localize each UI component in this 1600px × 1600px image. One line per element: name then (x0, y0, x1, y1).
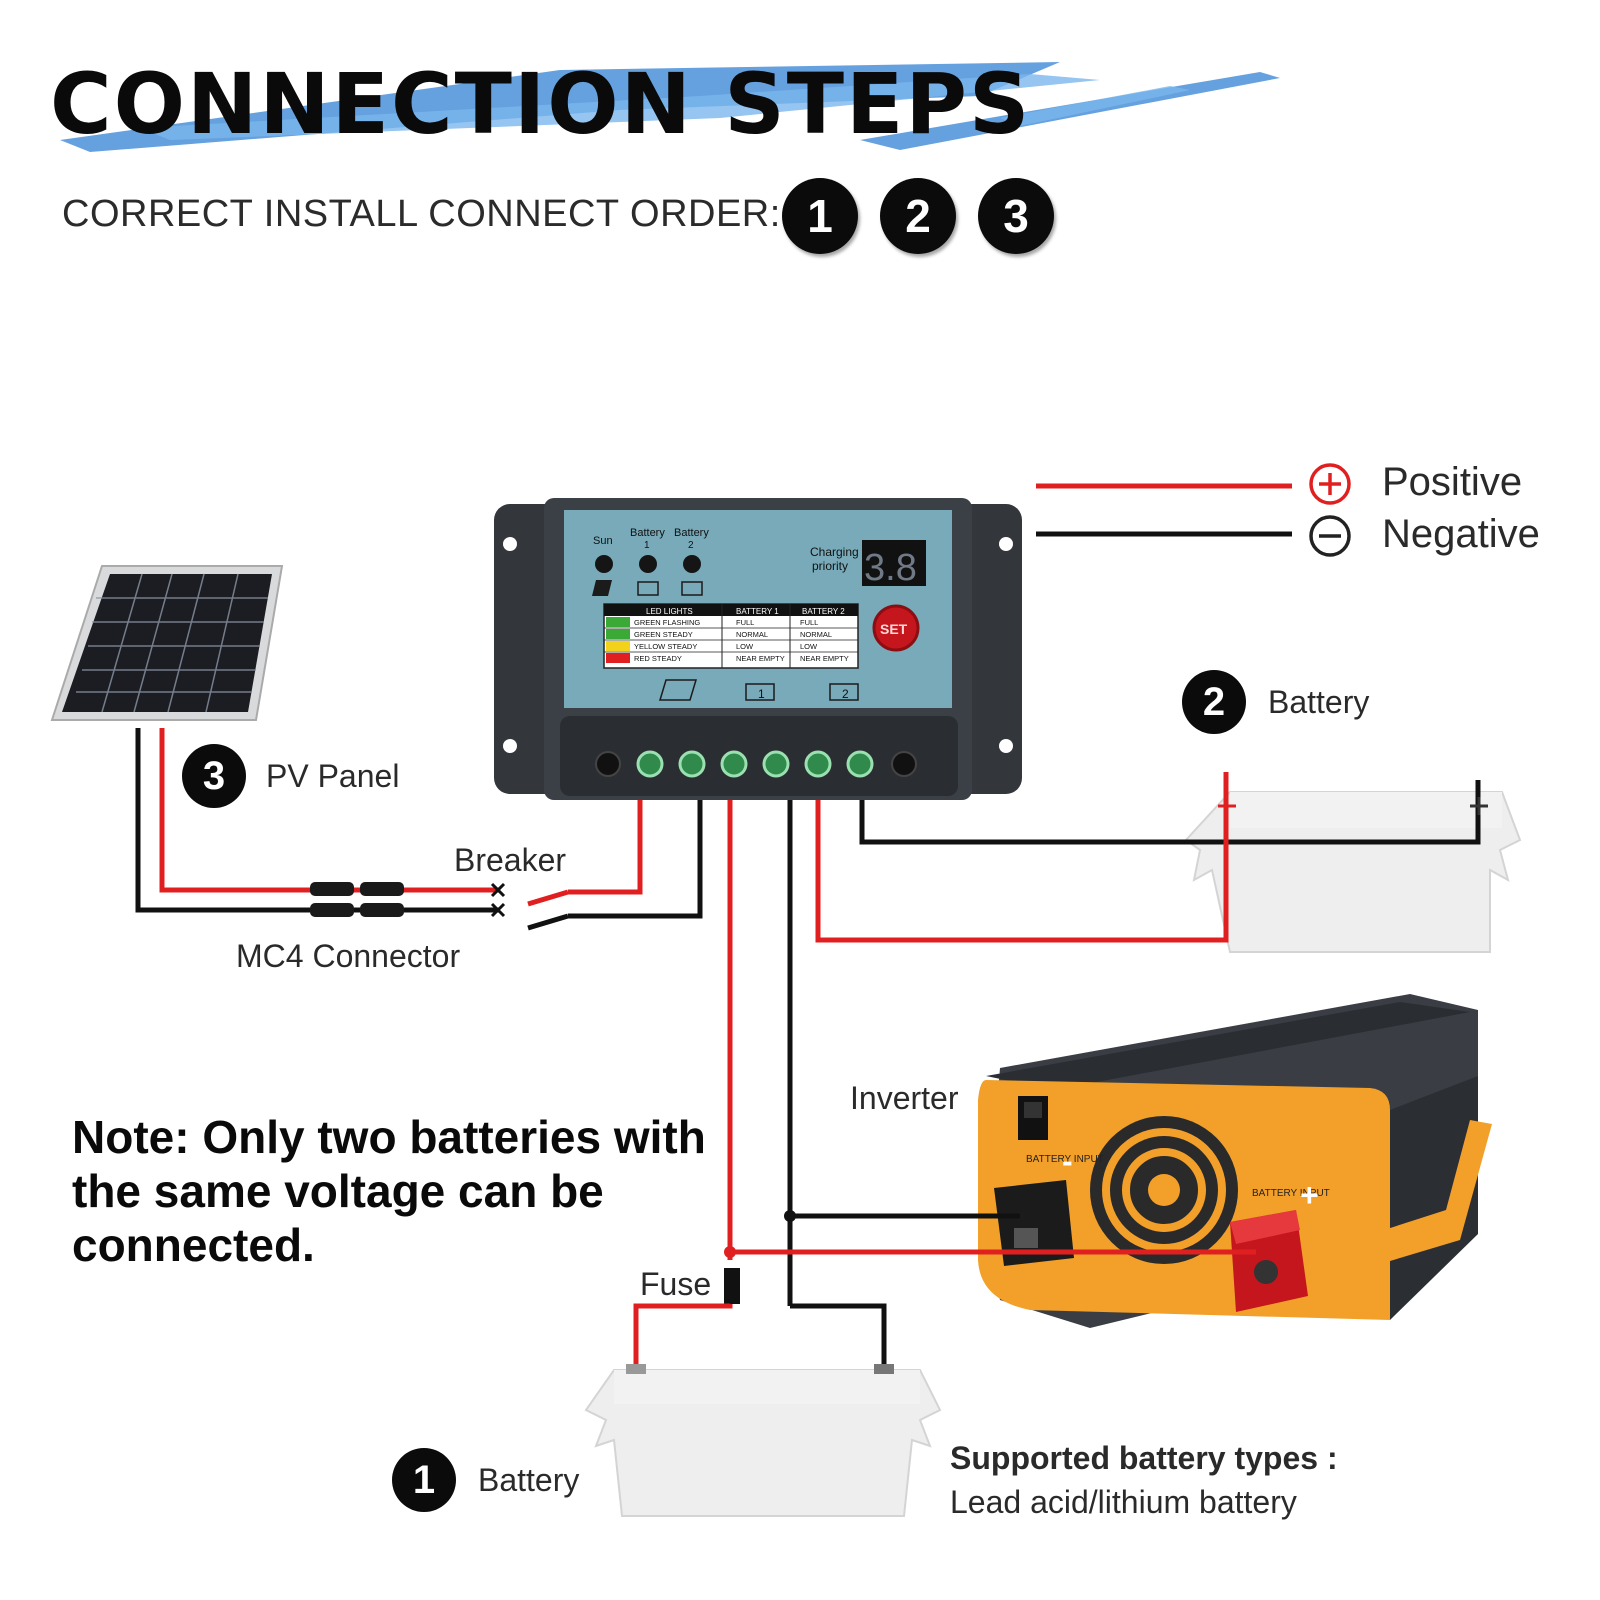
led-table-cell: NORMAL (736, 630, 768, 639)
junction-positive (724, 1246, 736, 1258)
battery2-wire-positive (815, 772, 1229, 943)
battery2-label: Battery (1268, 684, 1370, 720)
order-badge-3: 3 (978, 178, 1054, 254)
led-color-swatch (606, 653, 630, 663)
order-badge-1: 1 (782, 178, 858, 254)
battery1-label: Battery (478, 1462, 580, 1498)
battery-1-image (584, 1364, 942, 1517)
table-header-battery1: BATTERY 1 (736, 607, 779, 616)
led-table-cell: FULL (800, 618, 818, 627)
title-brush-strokes (60, 62, 1280, 152)
inverter-label: Inverter (850, 1080, 959, 1116)
inverter-image: BATTERY INPUT BATTERY INPUT + - (978, 994, 1492, 1328)
sun-panel-icon (592, 580, 612, 596)
display-value: 3.8 (864, 547, 917, 589)
supported-battery-types-value: Lead acid/lithium battery (950, 1484, 1297, 1520)
faceplate-terminal-icons (658, 679, 859, 701)
terminal-screws (595, 750, 917, 778)
pv-step-badge: 3 (182, 744, 246, 808)
fuse-wire-to-battery (633, 1303, 733, 1376)
led-color-swatch (606, 629, 630, 639)
led-color-swatch (606, 617, 630, 627)
pv-panel-label: PV Panel (266, 758, 400, 794)
battery2-minus-mark (1470, 797, 1488, 815)
legend-negative-label: Negative (1382, 512, 1540, 556)
battery1-step-badge: 1 (392, 1448, 456, 1512)
mc4-connector-label: MC4 Connector (236, 938, 461, 974)
controller-led-indicators (595, 555, 701, 573)
table-header-battery2: BATTERY 2 (802, 607, 845, 616)
led-table-cell: NEAR EMPTY (736, 654, 785, 663)
page-title: CONNECTION STEPS (50, 55, 1032, 153)
led-table-cell: NEAR EMPTY (800, 654, 849, 663)
plus-circle-icon (1309, 463, 1351, 505)
svg-text:BATTERY INPUT: BATTERY INPUT (1026, 1154, 1104, 1165)
voltage-note: Note: Only two batteries with the same v… (72, 1111, 706, 1271)
set-button-label: SET (880, 621, 908, 637)
fuse-label: Fuse (640, 1266, 712, 1302)
led-table-cell: YELLOW STEADY (634, 642, 697, 651)
svg-text:+: + (1300, 1177, 1319, 1213)
battery-2-image (1184, 791, 1522, 953)
battery2-led-num: 2 (688, 540, 694, 551)
mc4-connectors (310, 882, 404, 917)
breaker-label: Breaker (454, 842, 567, 878)
table-header-led: LED LIGHTS (646, 607, 693, 616)
led-status-table (603, 603, 859, 669)
page-subtitle: CORRECT INSTALL CONNECT ORDER: (62, 193, 781, 235)
led-table-cell: NORMAL (800, 630, 832, 639)
solar-panel-image (50, 565, 284, 721)
pv-wire-red-to-controller (568, 800, 643, 895)
battery2-step-badge: 2 (1182, 670, 1246, 734)
seven-segment-display (862, 540, 926, 586)
order-badge-2: 2 (880, 178, 956, 254)
battery1-led-label: Battery (630, 527, 665, 539)
led-table-cell: RED STEADY (634, 654, 682, 663)
breaker-symbol (490, 882, 506, 918)
breaker-switch-black (527, 913, 569, 931)
charging-priority-label: Charging (810, 545, 859, 559)
fuse-symbol (724, 1268, 740, 1304)
junction-negative (784, 1210, 796, 1222)
breaker-switch-red (527, 889, 569, 907)
svg-text:-: - (1062, 1143, 1073, 1179)
minus-circle-icon (1309, 515, 1351, 557)
battery1-wire-negative-terminal (790, 1303, 887, 1376)
led-table-cell: FULL (736, 618, 754, 627)
battery2-led-label: Battery (674, 527, 709, 539)
led-table-cell: GREEN FLASHING (634, 618, 700, 627)
led-table-cell: LOW (800, 642, 818, 651)
battery1-led-num: 1 (644, 540, 650, 551)
terminal-label-1: 1 (758, 687, 765, 701)
led-color-swatch (606, 641, 630, 651)
set-button[interactable] (872, 604, 920, 652)
svg-text:BATTERY INPUT: BATTERY INPUT (1252, 1188, 1330, 1199)
pv-wire-black-to-controller (568, 800, 703, 919)
terminal-label-2: 2 (842, 687, 849, 701)
led-table-cell: GREEN STEADY (634, 630, 693, 639)
sun-label: Sun (593, 535, 613, 547)
charging-priority-label-2: priority (812, 559, 848, 573)
legend-positive-label: Positive (1382, 460, 1523, 504)
battery-2-small-icon (681, 581, 703, 596)
supported-battery-types-title: Supported battery types : (950, 1440, 1338, 1476)
led-table-cell: LOW (736, 642, 754, 651)
battery-1-small-icon (637, 581, 659, 596)
